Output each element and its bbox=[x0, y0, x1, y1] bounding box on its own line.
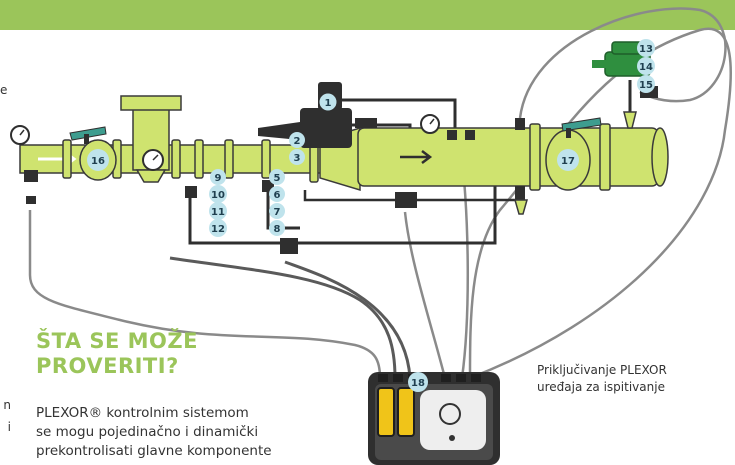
clipped-text-fragment: i bbox=[7, 420, 11, 434]
callout-3: 3 bbox=[289, 149, 305, 165]
callout-2-label: 2 bbox=[294, 136, 301, 147]
gauge-inlet-icon bbox=[10, 125, 30, 145]
impulse-line-lower-2 bbox=[266, 190, 300, 230]
callout-5: 5 bbox=[269, 169, 285, 185]
callout-13: 13 bbox=[637, 39, 655, 57]
hose-left bbox=[28, 210, 382, 379]
plexor-button bbox=[449, 435, 455, 441]
callout-13-label: 13 bbox=[639, 44, 653, 55]
pipe-end-cap bbox=[651, 127, 669, 187]
callout-7: 7 bbox=[269, 203, 285, 219]
plexor-meter-2 bbox=[397, 387, 415, 437]
valve-stem-outlet bbox=[566, 128, 571, 138]
callout-11: 11 bbox=[209, 202, 227, 220]
callout-11-label: 11 bbox=[211, 207, 225, 218]
callout-12-label: 12 bbox=[211, 224, 225, 235]
valve-handle-outlet bbox=[561, 117, 602, 132]
callout-14-label: 14 bbox=[639, 62, 653, 73]
relief-lower bbox=[623, 111, 637, 129]
drain-valve bbox=[514, 199, 528, 215]
hose-mid-2 bbox=[284, 260, 412, 379]
callout-17-label: 17 bbox=[561, 156, 575, 167]
callout-1: 1 bbox=[318, 92, 338, 112]
plexor-display bbox=[420, 390, 486, 450]
heading-line-2: PROVERITI? bbox=[36, 354, 179, 378]
regulator-nose bbox=[258, 122, 300, 140]
plexor-meter-1 bbox=[377, 387, 395, 437]
heading-line-1: ŠTA SE MOŽE bbox=[36, 329, 198, 353]
filter-bottom bbox=[135, 169, 167, 183]
callout-18: 18 bbox=[408, 372, 428, 392]
callout-17: 17 bbox=[557, 149, 579, 171]
section-heading: ŠTA SE MOŽE PROVERITI? bbox=[36, 329, 236, 379]
callout-5-label: 5 bbox=[274, 173, 281, 184]
callout-6-label: 6 bbox=[274, 190, 281, 201]
body-line-3: prekontrolisati glavne komponente bbox=[36, 443, 272, 459]
section-body: PLEXOR® kontrolnim sistemom se mogu poje… bbox=[36, 404, 306, 461]
hose-mid-1 bbox=[169, 256, 397, 379]
callout-14: 14 bbox=[637, 57, 655, 75]
hose-right-loop bbox=[468, 27, 732, 380]
callout-8: 8 bbox=[269, 220, 285, 236]
caption-line-1: Priključivanje PLEXOR bbox=[537, 363, 667, 377]
gauge-filter-icon bbox=[142, 149, 164, 171]
hose-top-loop bbox=[518, 7, 727, 119]
valve-handle-inlet bbox=[69, 126, 107, 141]
callout-3-label: 3 bbox=[294, 153, 301, 164]
caption-line-2: uređaja za ispitivanje bbox=[537, 380, 665, 394]
callout-18-label: 18 bbox=[411, 378, 425, 389]
impulse-line-lower bbox=[188, 150, 497, 245]
callout-16: 16 bbox=[87, 149, 109, 171]
callout-15-label: 15 bbox=[639, 80, 653, 91]
callout-9-label: 9 bbox=[215, 173, 222, 184]
callout-6: 6 bbox=[269, 186, 285, 202]
callout-12: 12 bbox=[209, 219, 227, 237]
clipped-text-fragment: n bbox=[3, 398, 11, 412]
callout-10-label: 10 bbox=[211, 190, 225, 201]
gauge-outlet-icon bbox=[420, 114, 440, 134]
callout-9: 9 bbox=[210, 169, 226, 185]
regulator-body bbox=[300, 108, 352, 148]
body-line-2: se mogu pojedinačno i dinamički bbox=[36, 424, 259, 440]
filter-cap bbox=[120, 95, 182, 111]
header-banner bbox=[0, 0, 735, 30]
callout-7-label: 7 bbox=[274, 207, 281, 218]
callout-1-label: 1 bbox=[325, 98, 332, 109]
callout-10: 10 bbox=[209, 185, 227, 203]
hose-mid-3 bbox=[403, 211, 447, 379]
flow-arrow-outlet bbox=[400, 150, 433, 164]
callout-16-label: 16 bbox=[91, 156, 105, 167]
relief-side bbox=[592, 60, 606, 68]
callout-15: 15 bbox=[637, 75, 655, 93]
plexor-dial bbox=[439, 403, 461, 425]
device-caption: Priključivanje PLEXOR uređaja za ispitiv… bbox=[537, 362, 717, 396]
body-line-1: PLEXOR® kontrolnim sistemom bbox=[36, 405, 249, 421]
valve-stem-inlet bbox=[84, 134, 89, 144]
regulator-pilot bbox=[355, 118, 377, 128]
callout-2: 2 bbox=[289, 132, 305, 148]
clipped-text-fragment: e bbox=[0, 83, 8, 97]
callout-8-label: 8 bbox=[274, 224, 281, 235]
